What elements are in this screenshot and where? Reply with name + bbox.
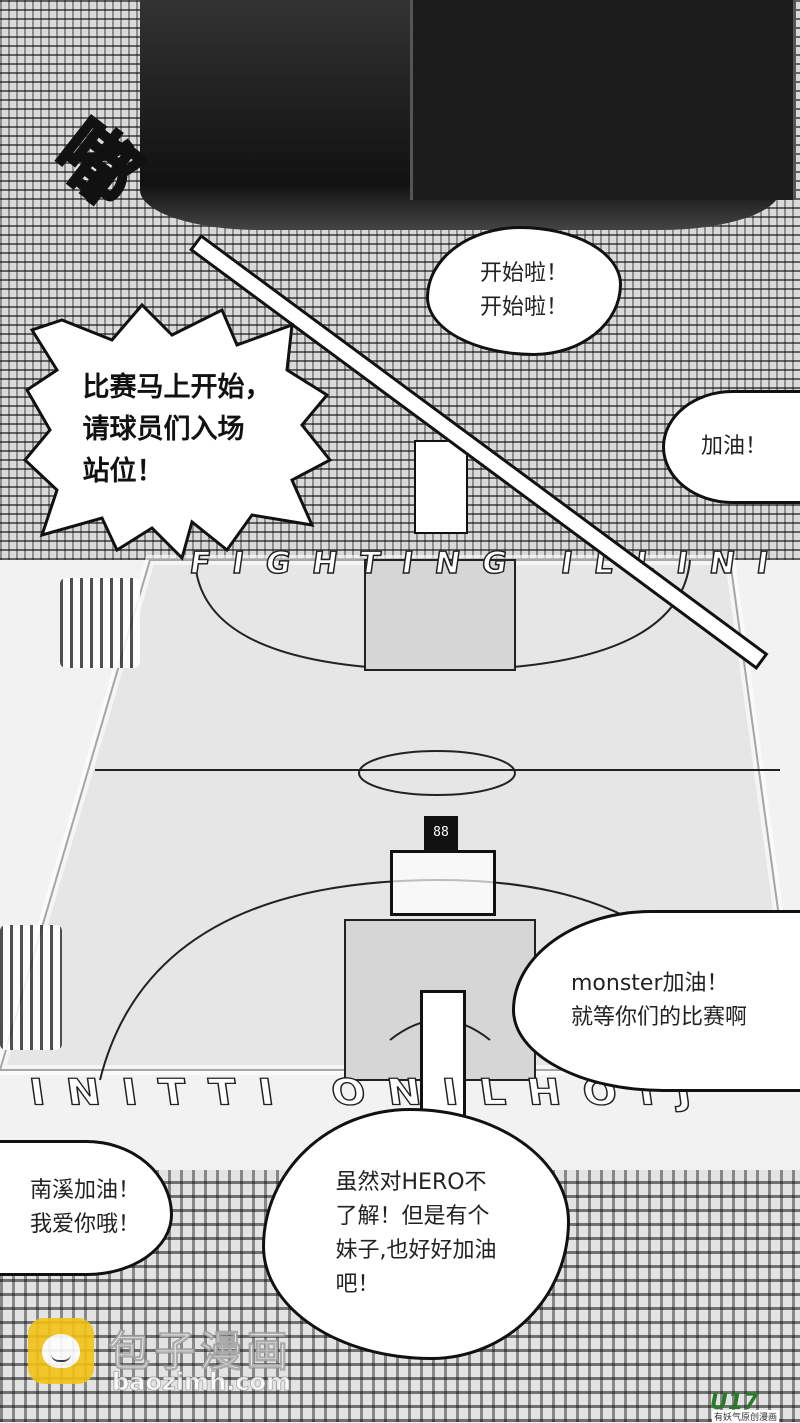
speech-bubble-hero: 虽然对HERO不 了解！但是有个 妹子,也好好加油 吧！ bbox=[262, 1108, 570, 1360]
bubble-text-monster: monster加油！ 就等你们的比赛啊 bbox=[570, 970, 747, 1030]
scoreboard-screen bbox=[410, 0, 796, 200]
speech-bubble-start: 开始啦！ 开始啦！ bbox=[426, 226, 622, 356]
bubble-text-announcement: 比赛马上开始， 请球员们入场 站位！ bbox=[82, 372, 272, 487]
speech-bubble-announcement: 比赛马上开始， 请球员们入场 站位！ bbox=[22, 300, 333, 561]
jumbotron-scoreboard bbox=[140, 0, 796, 230]
speech-bubble-nanxi: 南溪加油！ 我爱你哦！ bbox=[0, 1140, 173, 1276]
bubble-text-nanxi: 南溪加油！ 我爱你哦！ bbox=[29, 1177, 140, 1237]
speech-bubble-monster: monster加油！ 就等你们的比赛啊 bbox=[512, 910, 800, 1092]
bubble-text-start: 开始啦！ 开始啦！ bbox=[479, 260, 568, 320]
watermark-brand: 包子漫画 bbox=[107, 1327, 293, 1377]
near-backboard bbox=[390, 850, 496, 916]
players-group-bottom-left bbox=[0, 925, 62, 1050]
players-group-left bbox=[60, 578, 140, 668]
baozi-logo-icon bbox=[28, 1318, 94, 1384]
spiky-bubble-outline bbox=[22, 302, 333, 561]
speech-bubble-cheer: 加油！ bbox=[662, 390, 800, 504]
baozi-face-icon bbox=[42, 1334, 80, 1368]
shot-clock: 88 bbox=[424, 816, 458, 850]
watermark-url: baozimh.com bbox=[112, 1368, 292, 1397]
u17-tagline: 有妖气原创漫画 bbox=[712, 1410, 780, 1423]
far-basket-stand bbox=[414, 440, 468, 534]
bubble-text-hero: 虽然对HERO不 了解！但是有个 妹子,也好好加油 吧！ bbox=[335, 1169, 497, 1298]
bubble-text-cheer: 加油！ bbox=[700, 433, 767, 459]
